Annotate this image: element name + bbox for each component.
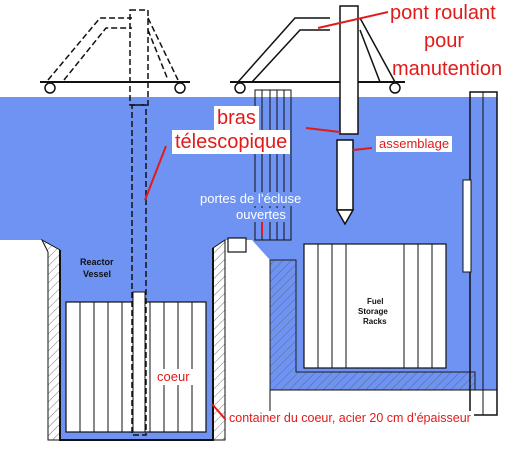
rack-dividers [317, 244, 433, 368]
wheel-left-a [44, 82, 56, 94]
callout-telescopic [305, 127, 341, 133]
pool-side-rail [462, 179, 472, 273]
fuel-assembly-suspended [336, 139, 354, 211]
label-racks-line2: Storage [358, 307, 388, 316]
label-bridge-line1: pont roulant [390, 2, 496, 24]
assembly-tip [335, 209, 355, 226]
wheel-right-b [389, 82, 401, 94]
label-bridge-line3: manutention [392, 58, 503, 80]
label-racks-line1: Fuel [367, 297, 384, 306]
callout-assembly [352, 147, 373, 151]
label-container: container du coeur, acier 20 cm d’épaiss… [226, 411, 474, 427]
gate-block [227, 237, 247, 253]
fuel-storage-racks [303, 243, 447, 369]
wheel-left-b [174, 82, 186, 94]
callout-container [211, 403, 227, 421]
telescopic-arm-reactor [131, 104, 147, 436]
telescopic-arm-right [339, 5, 359, 135]
telescopic-arm-upper [129, 9, 149, 106]
callout-bridge [317, 11, 389, 29]
concrete-wall-left [40, 238, 61, 441]
concrete-wall-middle [212, 239, 226, 441]
wheel-right-a [234, 82, 246, 94]
label-reactor-line2: Vessel [83, 269, 112, 279]
crane-frame-solid [237, 17, 396, 83]
label-reactor-line1: Reactor [80, 257, 114, 267]
label-gates-line2: ouvertes [236, 207, 286, 223]
label-assembly: assemblage [376, 136, 453, 153]
reactor-vessel [59, 248, 214, 441]
label-racks-line3: Racks [363, 317, 387, 326]
label-bridge-line2: pour [424, 30, 465, 52]
label-telescopic-line2: télescopique [172, 130, 291, 154]
label-gates-line1: portes de l’écluse [200, 191, 302, 207]
fuel-assembly-in-core [132, 291, 146, 433]
label-core: coeur [154, 369, 193, 386]
label-telescopic-line1: bras [214, 106, 259, 130]
callout-telescopic-left [144, 145, 167, 201]
core-fuel-rods [79, 302, 193, 432]
crane-frame-dashed [47, 17, 179, 81]
